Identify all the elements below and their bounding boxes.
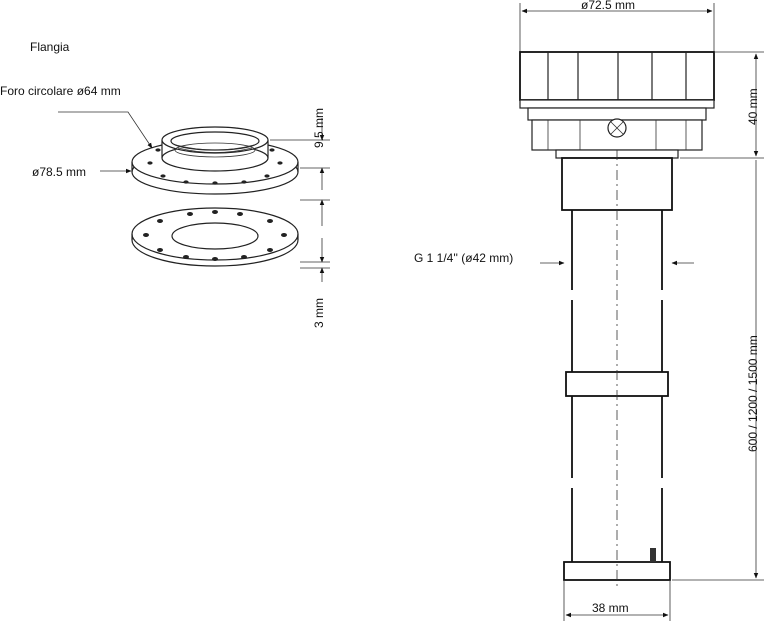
spacing-dim: [300, 199, 330, 263]
hole-leader: [58, 111, 153, 149]
head-height-dim: [680, 51, 764, 159]
top-diameter-label: ø72.5 mm: [581, 0, 635, 12]
gasket-thickness-label: 3 mm: [312, 298, 326, 328]
tube-diameter-dim: [563, 580, 671, 621]
tube-body: [563, 150, 671, 590]
top-diameter-dim: [519, 3, 715, 52]
gasket-thickness-dim: [300, 267, 330, 282]
tube-cap: [519, 51, 715, 211]
thread-label: G 1 1/4'' (ø42 mm): [414, 251, 513, 265]
flange-diameter-label: ø78.5 mm: [32, 165, 86, 179]
flange-ring: [131, 126, 299, 195]
gasket-ring: [131, 207, 299, 267]
flange-thickness-dim: [270, 118, 330, 190]
flangia-title: Flangia: [30, 40, 70, 54]
flange-thickness-label: 9.5 mm: [312, 108, 326, 148]
head-height-label: 40 mm: [746, 88, 760, 125]
hole-label: Foro circolare ø64 mm: [0, 84, 121, 98]
tube-length-label: 600 / 1200 / 1500 mm: [746, 335, 760, 452]
tube-length-dim: [672, 160, 764, 581]
tube-diameter-label: 38 mm: [592, 601, 629, 615]
